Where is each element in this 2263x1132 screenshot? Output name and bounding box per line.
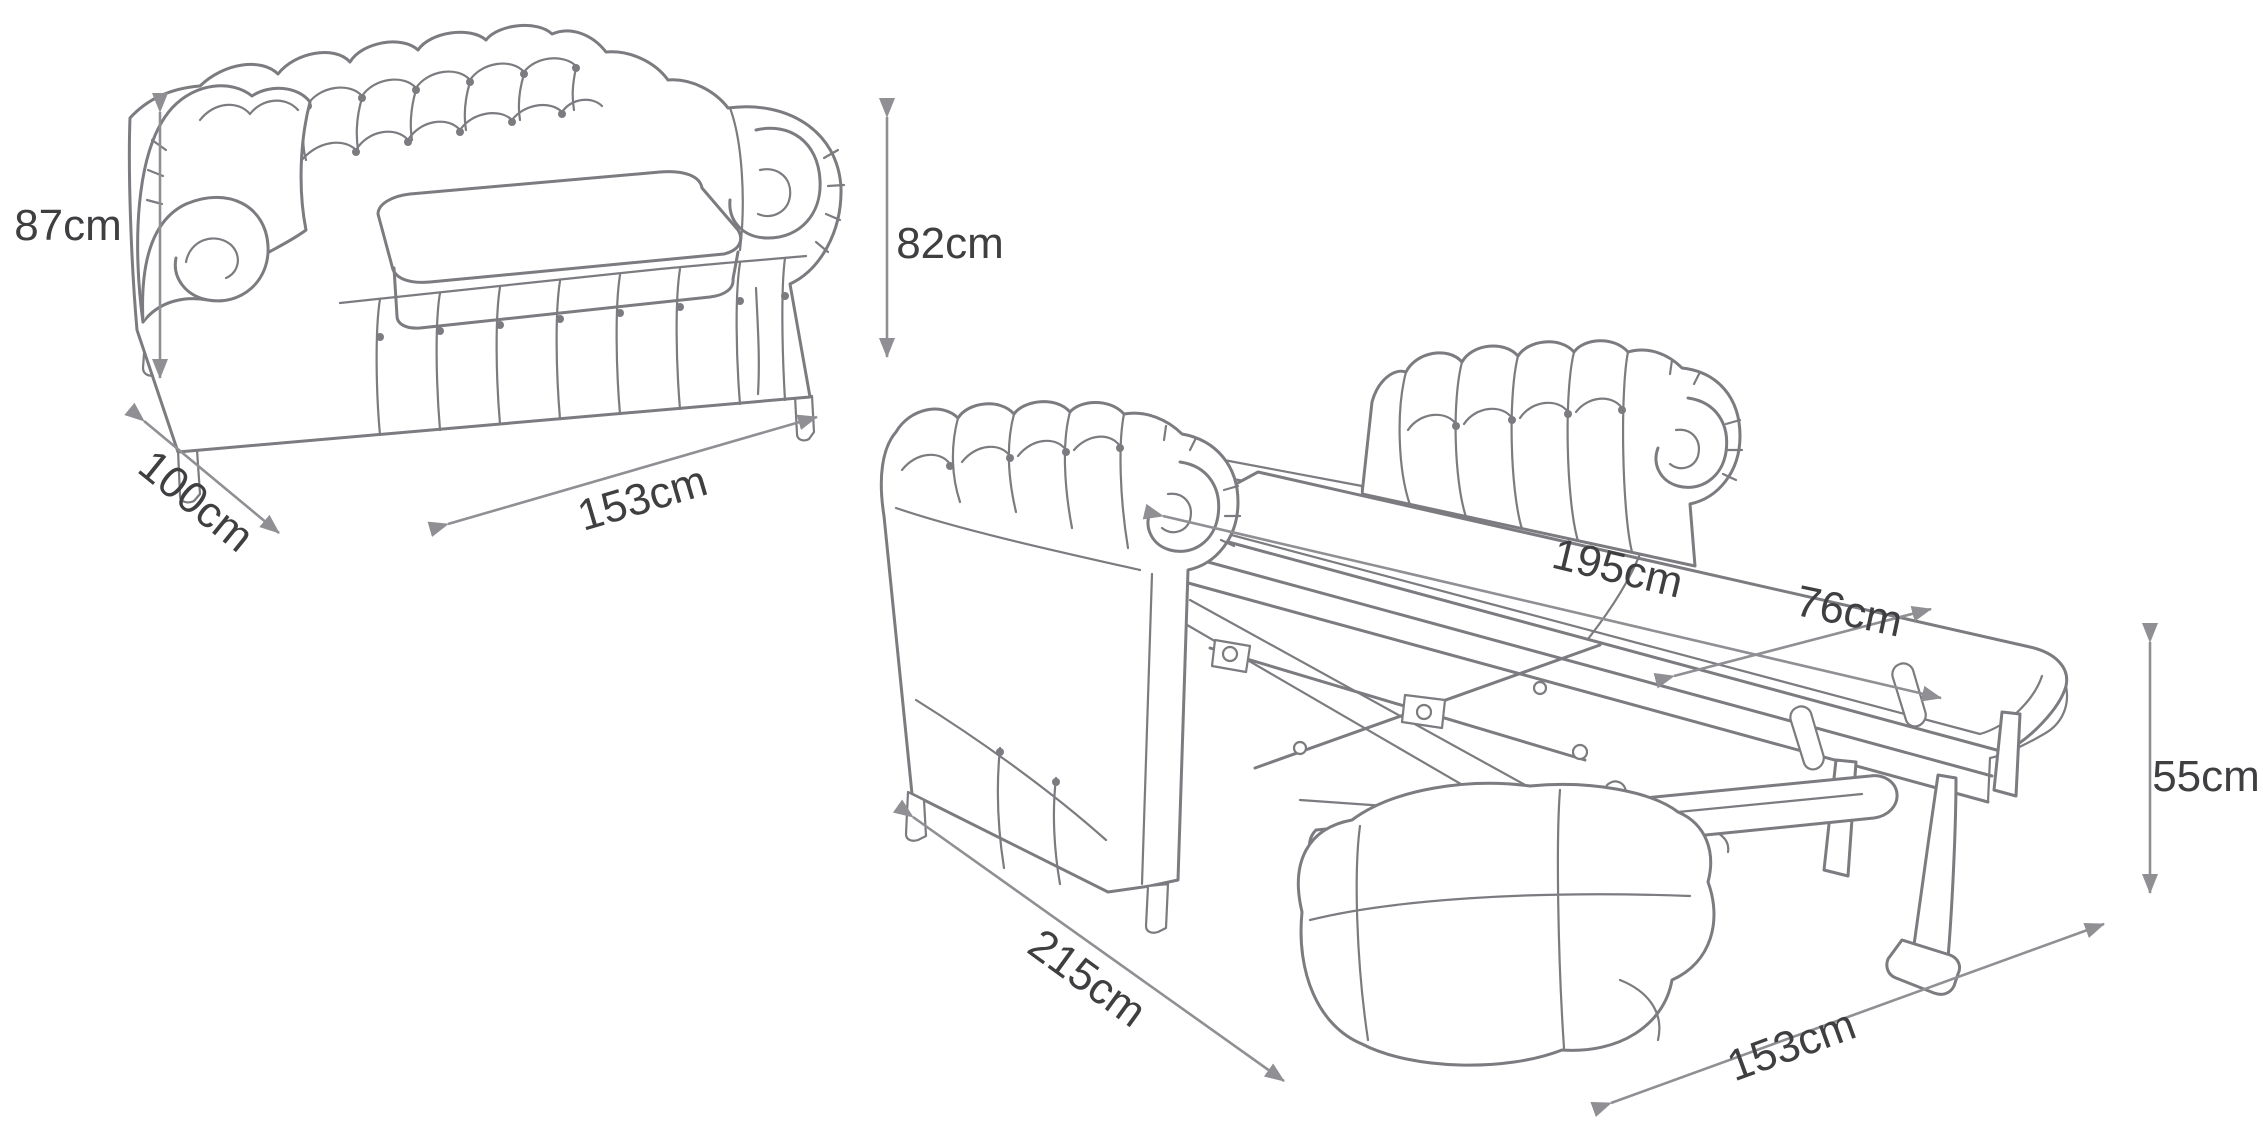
closed-width-arrow: [427, 414, 818, 537]
closed-back-height-label: 82cm: [896, 219, 1004, 268]
open-frame-width-arrow: [1590, 922, 2105, 1118]
closed-sofa-illustration: [127, 23, 846, 504]
open-mattress-width-arrow: [1653, 606, 1932, 689]
open-depth-arrow: [892, 799, 1285, 1083]
closed-height-label: 87cm: [14, 201, 122, 250]
open-bed-height-label: 55cm: [2152, 752, 2260, 801]
open-depth-label: 215cm: [1019, 920, 1155, 1037]
closed-depth-arrow: [124, 402, 280, 535]
open-frame-width-label: 153cm: [1721, 1000, 1862, 1091]
